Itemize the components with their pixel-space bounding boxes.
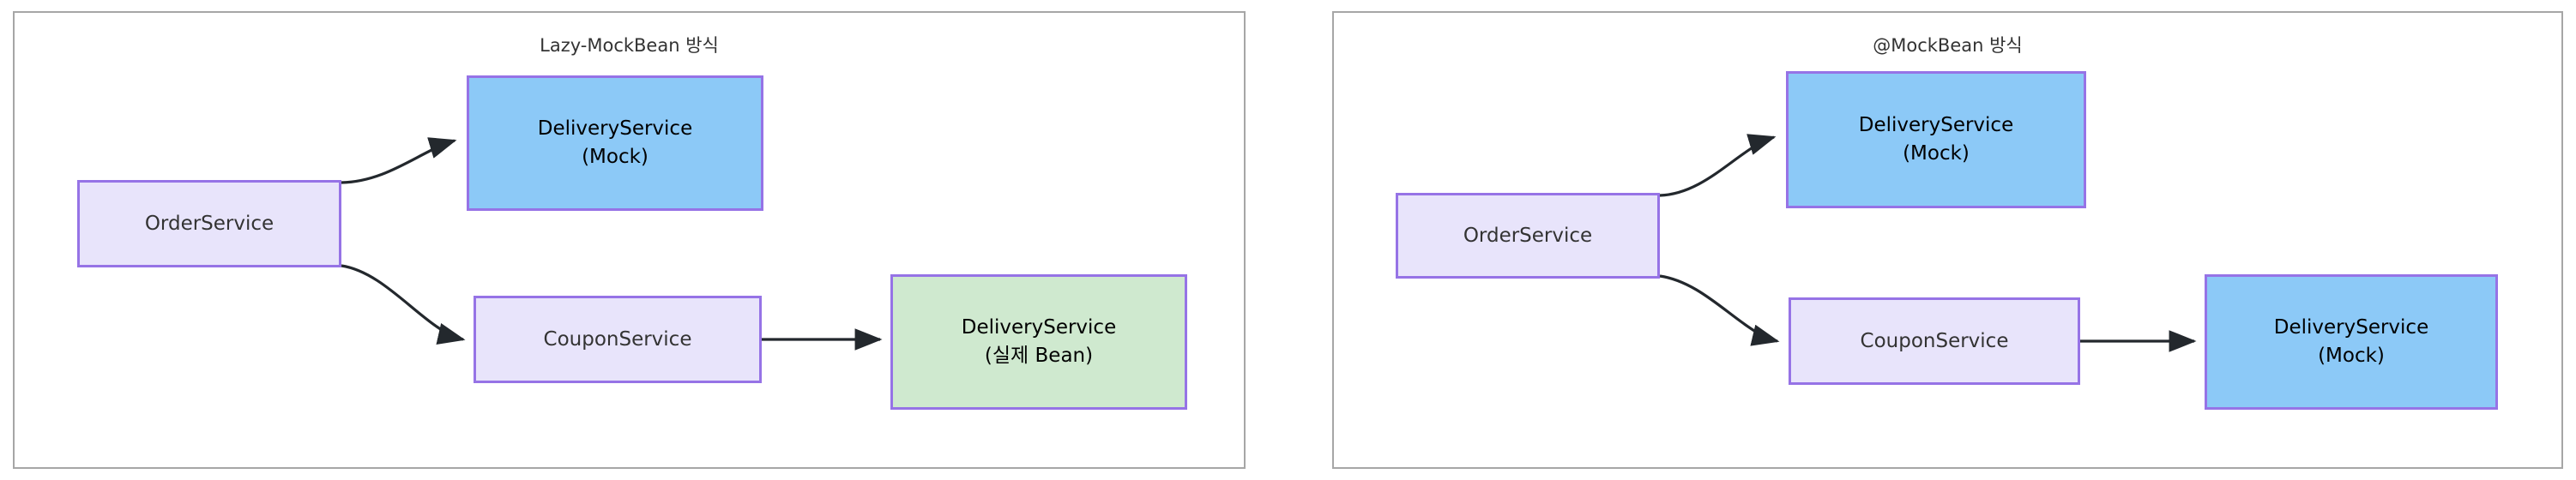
node-delivery-service-mock-3[interactable]: DeliveryService (Mock): [2205, 274, 2498, 410]
node-coupon-service-2[interactable]: CouponService: [1789, 297, 2080, 385]
node-label-delivery-service-real-line2: (실제 Bean): [984, 345, 1094, 367]
panel-title-lazy-mockbean: Lazy-MockBean 방식: [540, 35, 719, 56]
node-label-order-service: OrderService: [144, 212, 274, 235]
node-delivery-service-mock-2[interactable]: DeliveryService (Mock): [1786, 71, 2086, 208]
node-order-service-2[interactable]: OrderService: [1396, 193, 1660, 279]
node-coupon-service[interactable]: CouponService: [474, 296, 762, 383]
node-label-delivery-service-mock-2-line2: (Mock): [1903, 142, 1970, 165]
node-label-delivery-service-mock-line2: (Mock): [582, 146, 649, 168]
node-label-coupon-service: CouponService: [543, 327, 692, 351]
node-label-order-service-2: OrderService: [1463, 224, 1593, 247]
node-delivery-service-mock[interactable]: DeliveryService (Mock): [467, 75, 763, 211]
node-label-delivery-service-mock-line1: DeliveryService: [537, 117, 693, 141]
node-label-delivery-service-mock-2-line1: DeliveryService: [1858, 114, 2014, 137]
panel-title-mockbean: @MockBean 방식: [1873, 35, 2023, 56]
node-label-delivery-service-mock-3-line1: DeliveryService: [2273, 316, 2429, 339]
node-delivery-service-real[interactable]: DeliveryService (실제 Bean): [890, 274, 1187, 410]
node-label-coupon-service-2: CouponService: [1860, 329, 2009, 352]
node-label-delivery-service-real-line1: DeliveryService: [961, 316, 1117, 339]
node-order-service[interactable]: OrderService: [77, 180, 341, 267]
node-label-delivery-service-mock-3-line2: (Mock): [2318, 345, 2385, 367]
